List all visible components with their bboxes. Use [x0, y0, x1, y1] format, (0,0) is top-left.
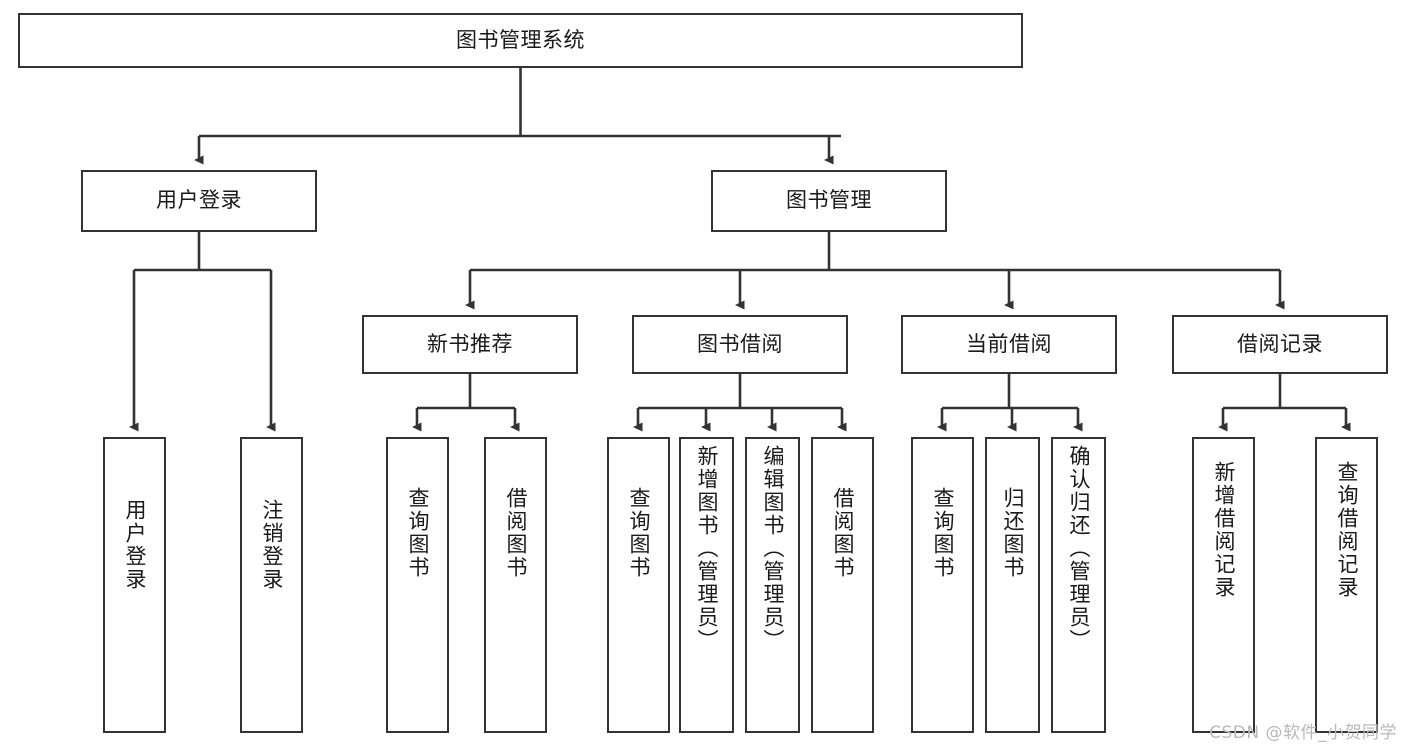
node-leaf-query-book-borrow-label: 查询图书: [627, 487, 651, 579]
node-leaf-add-book-admin[interactable]: 新增图书（管理员）: [679, 437, 734, 733]
node-book-borrow[interactable]: 图书借阅: [632, 315, 848, 374]
node-root-label: 图书管理系统: [456, 27, 585, 52]
node-leaf-logout-login[interactable]: 注销登录: [240, 437, 303, 733]
node-leaf-confirm-return-admin-label: 确认归还（管理员）: [1067, 445, 1091, 652]
node-book-borrow-label: 图书借阅: [697, 331, 783, 356]
node-leaf-borrow-book-rec[interactable]: 借阅图书: [484, 437, 547, 733]
node-leaf-query-borrow-record-label: 查询借阅记录: [1335, 461, 1359, 599]
node-new-book-recommend-label: 新书推荐: [427, 331, 513, 356]
node-leaf-query-book-borrow[interactable]: 查询图书: [607, 437, 670, 733]
node-leaf-query-book-rec[interactable]: 查询图书: [386, 437, 449, 733]
node-root[interactable]: 图书管理系统: [18, 13, 1023, 68]
node-leaf-borrow-book-label: 借阅图书: [831, 487, 855, 579]
node-leaf-query-book-cur-label: 查询图书: [931, 487, 955, 579]
node-borrow-record-label: 借阅记录: [1237, 331, 1323, 356]
node-borrow-record[interactable]: 借阅记录: [1172, 315, 1388, 374]
node-leaf-logout-login-label: 注销登录: [260, 499, 284, 591]
node-leaf-borrow-book-rec-label: 借阅图书: [504, 487, 528, 579]
node-leaf-user-login-label: 用户登录: [123, 499, 147, 591]
node-leaf-add-borrow-record[interactable]: 新增借阅记录: [1192, 437, 1255, 733]
node-leaf-add-borrow-record-label: 新增借阅记录: [1212, 461, 1236, 599]
node-current-borrow[interactable]: 当前借阅: [901, 315, 1117, 374]
node-leaf-query-borrow-record[interactable]: 查询借阅记录: [1315, 437, 1378, 733]
node-leaf-confirm-return-admin[interactable]: 确认归还（管理员）: [1051, 437, 1106, 733]
node-user-login[interactable]: 用户登录: [81, 170, 317, 232]
node-book-manage[interactable]: 图书管理: [711, 170, 947, 232]
node-leaf-query-book-rec-label: 查询图书: [406, 487, 430, 579]
node-leaf-add-book-admin-label: 新增图书（管理员）: [695, 445, 719, 652]
node-leaf-edit-book-admin-label: 编辑图书（管理员）: [761, 445, 785, 652]
node-new-book-recommend[interactable]: 新书推荐: [362, 315, 578, 374]
node-user-login-label: 用户登录: [156, 188, 242, 213]
node-leaf-return-book-label: 归还图书: [1001, 487, 1025, 579]
node-current-borrow-label: 当前借阅: [966, 331, 1052, 356]
node-leaf-query-book-cur[interactable]: 查询图书: [911, 437, 974, 733]
node-book-manage-label: 图书管理: [786, 188, 872, 213]
watermark: CSDN @软件_小贺同学: [1209, 723, 1397, 743]
node-leaf-borrow-book[interactable]: 借阅图书: [811, 437, 874, 733]
node-leaf-user-login[interactable]: 用户登录: [103, 437, 166, 733]
node-leaf-edit-book-admin[interactable]: 编辑图书（管理员）: [745, 437, 800, 733]
node-leaf-return-book[interactable]: 归还图书: [985, 437, 1040, 733]
